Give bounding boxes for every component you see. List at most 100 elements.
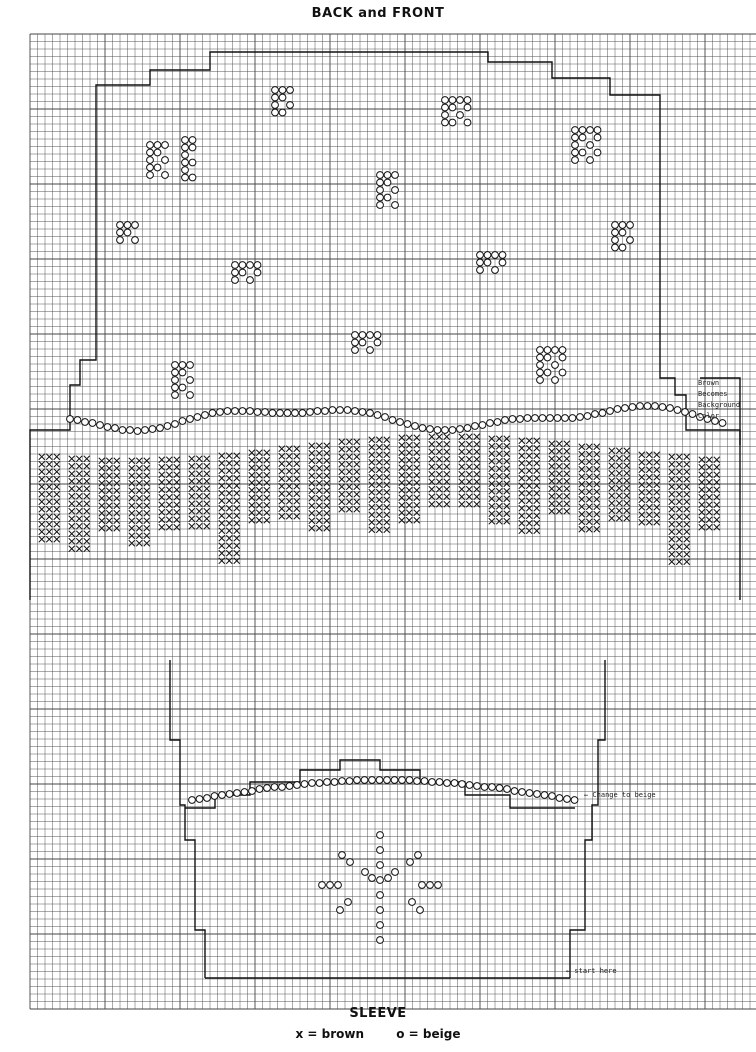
brown-stitch [263,456,271,464]
brown-stitch [53,453,61,461]
beige-stitch [181,158,189,167]
beige-stitch [123,228,132,237]
brown-stitch [98,502,106,510]
beige-stitch [441,103,449,112]
brown-stitch [308,517,316,525]
brown-stitch [338,475,346,483]
beige-stitch [478,421,487,429]
beige-stitch [375,776,384,784]
brown-stitch [668,453,676,461]
beige-stitch [463,424,472,432]
beige-stitch [383,178,392,187]
brown-stitch [173,478,181,486]
beige-stitch [486,419,494,427]
brown-stitch [623,499,631,507]
brown-stitch [195,455,203,463]
beige-stitch [268,409,277,417]
beige-stitch [216,408,224,416]
brown-stitch [698,516,706,524]
brown-stitch [158,523,166,531]
brown-stitch [668,505,676,513]
brown-stitch [68,522,76,530]
brown-stitch [608,507,616,515]
brown-stitch [353,460,361,468]
brown-stitch [713,456,721,464]
brown-stitch [383,436,391,444]
brown-stitch [105,494,113,502]
brown-stitch [68,477,76,485]
brown-stitch [105,472,113,480]
beige-stitch [501,416,509,424]
brown-stitch [128,479,136,487]
brown-stitch [75,522,83,530]
brown-stitch [83,537,91,545]
brown-stitch [315,517,323,525]
beige-stitch [546,414,554,422]
brown-stitch [525,474,533,482]
brown-stitch [638,466,646,474]
beige-stitch [376,936,384,944]
beige-stitch [278,86,287,94]
brown-stitch [503,495,511,503]
beige-stitch [271,86,279,94]
beige-stitch [178,383,187,392]
brown-stitch [75,530,83,538]
brown-stitch [503,517,511,525]
brown-stitch [53,460,61,468]
brown-stitch [608,477,616,485]
beige-stitch [116,221,124,229]
beige-stitch [476,251,484,259]
beige-stitch [626,221,634,229]
brown-stitch [443,448,451,456]
brown-stitch [323,487,331,495]
brown-stitch [315,502,323,510]
brown-stitch [203,492,211,500]
brown-stitch [645,451,653,459]
beige-stitch [286,101,294,109]
beige-stitch [570,796,579,804]
brown-stitch [248,501,256,509]
brown-stitch [458,440,466,448]
brown-stitch [698,471,706,479]
brown-stitch [428,440,436,448]
brown-stitch [555,492,563,500]
brown-stitch [345,438,353,446]
brown-stitch [135,479,143,487]
beige-stitch [628,403,637,411]
brown-stitch [353,498,361,506]
brown-stitch [285,482,293,490]
beige-stitch [351,346,359,354]
grid-lines [29,33,756,1010]
brown-stitch [38,483,46,491]
beige-stitch [313,407,322,415]
brown-stitch [615,469,623,477]
beige-stitch [178,417,187,425]
brown-stitch [143,539,151,547]
brown-stitch [165,463,173,471]
brown-stitch [68,485,76,493]
beige-stitch [376,178,384,187]
brown-stitch [623,447,631,455]
brown-stitch [218,557,226,565]
brown-stitch [285,505,293,513]
beige-stitch [703,415,712,423]
brown-stitch [525,512,533,520]
brown-stitch [623,477,631,485]
beige-stitch [116,228,124,237]
brown-stitch [315,487,323,495]
brown-stitch [173,523,181,531]
brown-stitch [675,490,683,498]
brown-stitch [645,458,653,466]
beige-stitch [188,796,196,804]
brown-stitch [578,443,586,451]
brown-stitch [83,530,91,538]
brown-stitch [405,486,413,494]
brown-stitch [593,503,601,511]
brown-stitch [248,471,256,479]
brown-stitch [218,452,226,460]
chart-title-back-front: BACK and FRONT [311,6,445,21]
brown-stitch [458,433,466,441]
beige-stitch [495,784,504,792]
beige-stitch [443,779,451,787]
brown-stitch [683,468,691,476]
